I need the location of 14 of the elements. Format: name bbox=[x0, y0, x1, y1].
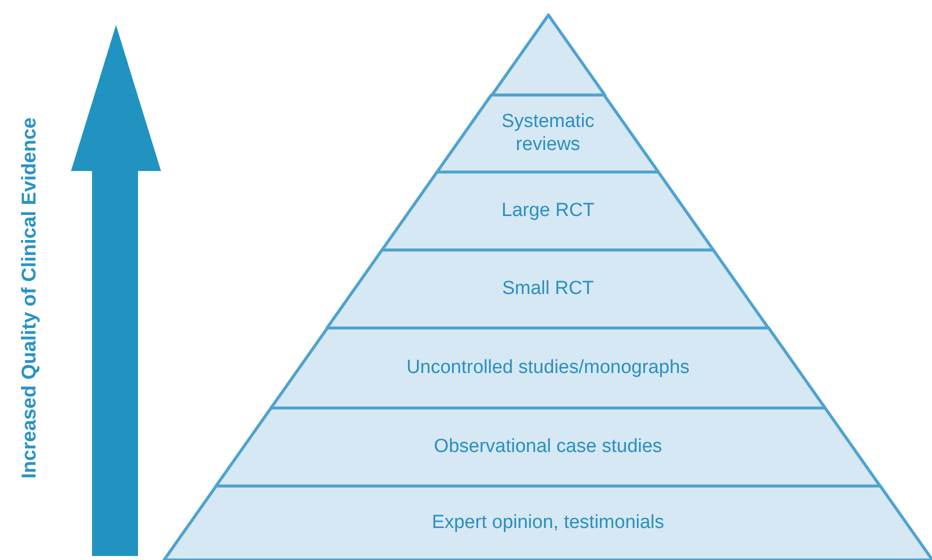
tier-label: Observational case studies bbox=[434, 436, 662, 458]
tier-label: Uncontrolled studies/monographs bbox=[406, 356, 690, 380]
tier-label: Systematic reviews bbox=[500, 110, 596, 156]
pyramid-apex bbox=[492, 15, 604, 95]
pyramid-tier bbox=[270, 328, 826, 408]
axis-label: Increased Quality of Clinical Evidence bbox=[18, 117, 42, 479]
pyramid-tier bbox=[216, 408, 880, 486]
pyramid-tier bbox=[164, 486, 932, 560]
tier-label: Large RCT bbox=[502, 200, 594, 222]
pyramid-tier bbox=[327, 250, 769, 328]
tier-label: Expert opinion, testimonials bbox=[432, 512, 664, 534]
pyramid-tier bbox=[437, 95, 659, 172]
tier-label: Small RCT bbox=[502, 278, 594, 300]
pyramid-tier bbox=[382, 172, 714, 250]
